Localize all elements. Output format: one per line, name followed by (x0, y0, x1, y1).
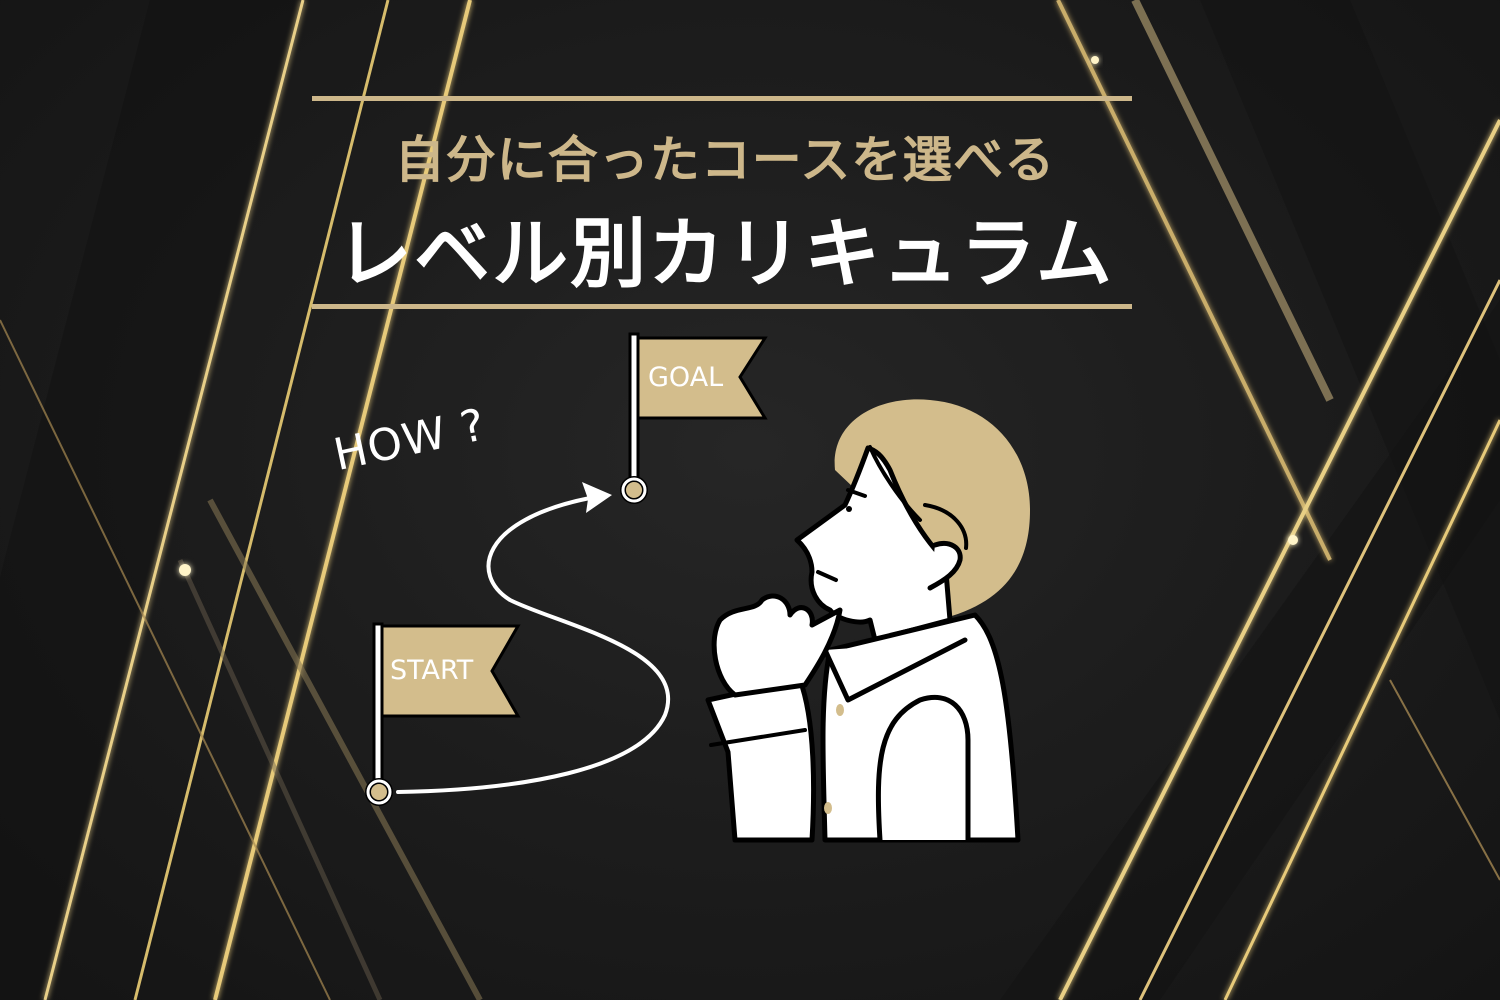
goal-flag-icon (620, 332, 768, 504)
banner-title: レベル別カリキュラム (336, 209, 1114, 298)
title-bottom-rule (312, 304, 1132, 309)
goal-flag-label: GOAL (648, 362, 724, 393)
thinking-man-icon (705, 399, 1030, 843)
title-top-rule (312, 96, 1132, 101)
curved-path-arrow-icon (396, 496, 670, 794)
start-flag-icon (365, 622, 521, 806)
banner-subtitle: 自分に合ったコースを選べる (394, 131, 1056, 189)
start-flag-label: START (390, 655, 474, 686)
